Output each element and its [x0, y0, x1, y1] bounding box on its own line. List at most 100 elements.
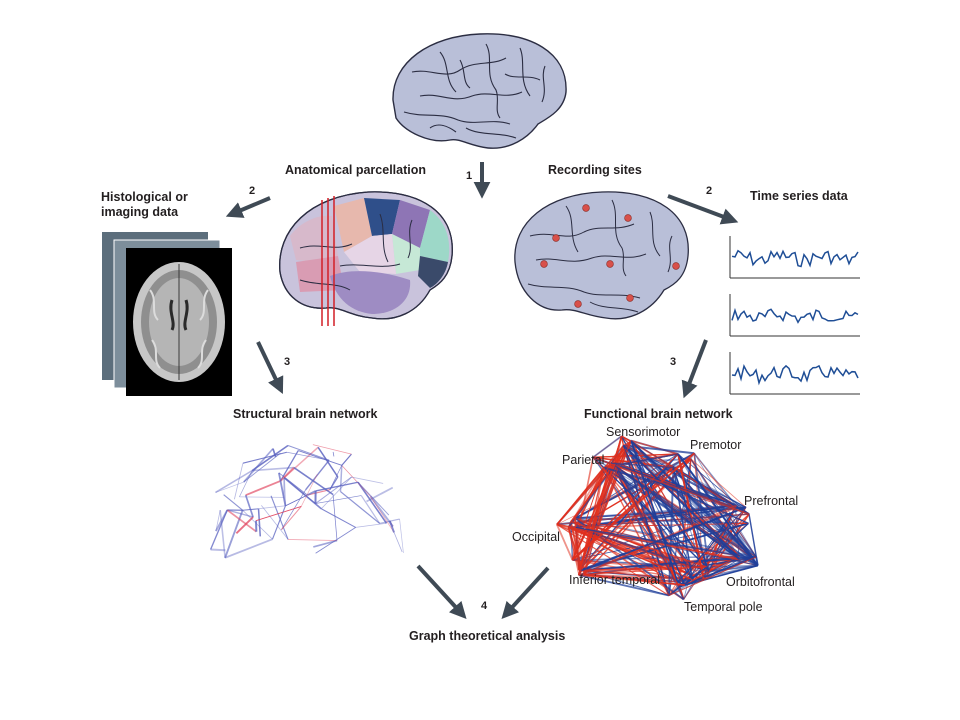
functional-edge: [571, 441, 632, 561]
functional-edge: [570, 520, 707, 568]
flow-arrows: [225, 162, 739, 619]
functional-edge: [690, 458, 747, 508]
functional-edge: [668, 555, 740, 597]
functional-edge: [556, 467, 605, 526]
structural-edge: [272, 448, 277, 458]
functional-edge: [611, 462, 674, 469]
step-number-3-left: 3: [284, 356, 291, 368]
label-histological-line1: Histological or: [101, 190, 188, 204]
structural-edge: [244, 494, 254, 518]
functional-edge: [583, 435, 623, 575]
structural-edge: [298, 450, 342, 466]
region-temporal-pole: Temporal pole: [684, 600, 763, 614]
structural-edge: [224, 538, 273, 559]
structural-edge: [340, 491, 381, 524]
structural-edge: [223, 494, 243, 511]
arrow-step3-right: [681, 339, 708, 399]
structural-edge: [329, 476, 339, 491]
structural-edge: [285, 494, 308, 507]
region-prefrontal: Prefrontal: [744, 494, 799, 508]
structural-edge: [293, 466, 334, 496]
structural-edge: [279, 466, 295, 482]
functional-edge: [574, 518, 581, 571]
region-sensorimotor: Sensorimotor: [606, 425, 681, 439]
functional-edge: [708, 565, 758, 572]
structural-edge: [215, 469, 253, 494]
functional-edge: [614, 465, 759, 566]
functional-edge: [580, 440, 632, 571]
structural-edge: [287, 445, 330, 461]
structural-edge: [357, 481, 388, 524]
structural-edge: [370, 496, 395, 533]
structural-edge: [227, 509, 254, 518]
structural-edge: [278, 472, 287, 507]
structural-edge: [393, 532, 403, 553]
region-premotor: Premotor: [690, 438, 742, 452]
structural-edge: [312, 444, 352, 455]
arrow-step4-right: [501, 566, 550, 619]
functional-edge: [592, 456, 740, 557]
functional-edge: [578, 440, 632, 576]
functional-edge: [572, 453, 679, 561]
label-anatomical-parcellation: Anatomical parcellation: [285, 163, 427, 177]
functional-edge: [690, 458, 757, 558]
top-brain: [392, 33, 567, 149]
structural-edge: [255, 506, 302, 522]
step-number-2-left: 2: [249, 185, 256, 197]
region-inferior-temporal: Inferior temporal: [569, 573, 661, 587]
mri-image-stack: [102, 232, 232, 396]
structural-edge: [281, 489, 306, 530]
structural-edge: [286, 451, 330, 461]
structural-edge: [261, 505, 289, 540]
structural-edge: [332, 494, 338, 541]
functional-edge: [622, 444, 740, 560]
functional-edge: [673, 467, 737, 506]
functional-edge: [614, 462, 685, 600]
label-structural-network: Structural brain network: [233, 407, 378, 421]
structural-edge: [315, 495, 362, 504]
functional-edge: [575, 526, 693, 581]
structural-edge: [226, 509, 257, 533]
structural-edge: [313, 539, 338, 548]
structural-edge: [321, 508, 356, 528]
recording-brain: [514, 191, 689, 320]
functional-edge: [623, 441, 632, 446]
structural-edge: [307, 490, 317, 496]
structural-edge: [360, 495, 381, 524]
structural-edge: [315, 476, 352, 504]
structural-edge: [281, 506, 302, 530]
arrow-step4-left: [416, 564, 467, 619]
functional-edge: [574, 462, 612, 519]
functional-edge: [574, 517, 740, 557]
functional-edge: [592, 456, 750, 515]
functional-edge: [574, 504, 736, 520]
functional-edge: [556, 504, 736, 526]
time-series-1: [731, 249, 859, 268]
functional-edge: [677, 507, 747, 582]
structural-edge: [215, 481, 244, 493]
functional-edge: [571, 452, 695, 561]
functional-edge: [684, 564, 758, 586]
functional-edge: [622, 445, 686, 586]
structural-edge: [366, 486, 394, 503]
functional-edge: [581, 566, 707, 572]
structural-edge: [233, 463, 244, 500]
structural-edge: [305, 459, 330, 491]
parcellation-brain: [279, 191, 453, 326]
functional-edge: [578, 436, 622, 576]
functional-edge: [615, 462, 736, 509]
structural-edge: [315, 481, 359, 492]
functional-edge: [630, 440, 754, 559]
time-series-panels: [729, 236, 860, 395]
functional-edge: [621, 435, 632, 443]
functional-edge: [626, 445, 754, 559]
time-series-3: [731, 363, 859, 386]
structural-edge: [339, 465, 343, 492]
structural-edge: [332, 451, 335, 457]
structural-edge: [279, 450, 299, 482]
functional-edge: [584, 573, 685, 586]
structural-edge: [243, 452, 281, 483]
structural-edge: [257, 508, 262, 537]
functional-network: [556, 435, 759, 601]
